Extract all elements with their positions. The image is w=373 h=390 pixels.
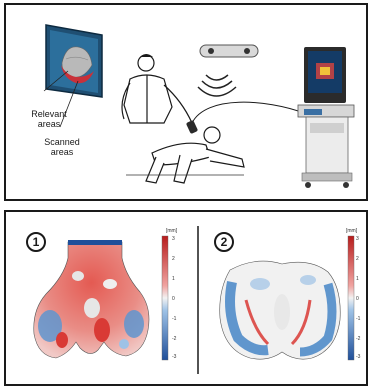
colorbar-2-unit: [mm] [346, 228, 357, 234]
ultrasound-machine [298, 47, 354, 188]
tibia-deviation-map [220, 261, 341, 359]
colorbar-2-tick: 3 [356, 236, 359, 242]
colorbar-2-tick: 0 [356, 296, 359, 302]
colorbar-2-tick: 1 [356, 276, 359, 282]
colorbar-1-tick: 2 [172, 256, 175, 262]
colorbar-2-tick: -3 [356, 354, 360, 360]
colorbar-1 [162, 236, 168, 360]
colorbar-2-tick: -1 [356, 316, 360, 322]
map-1-badge: 1 [26, 232, 46, 252]
tracking-camera-bar [200, 45, 258, 57]
colorbar-1-tick: 0 [172, 296, 175, 302]
colorbar-1-tick: 3 [172, 236, 175, 242]
probe-cable [192, 102, 304, 123]
colorbar-1-tick: -3 [172, 354, 176, 360]
colorbar-1-tick: 1 [172, 276, 175, 282]
femur-deviation-map [34, 240, 149, 358]
wireless-signal-icon [198, 75, 236, 96]
scanned-areas-label: Scanned areas [40, 137, 84, 157]
deviation-maps-illustration [6, 212, 366, 384]
patient-figure [126, 127, 244, 183]
scan-preview-tablet [46, 25, 102, 97]
colorbar-1-tick: -2 [172, 336, 176, 342]
colorbar-1-tick: -1 [172, 316, 176, 322]
colorbar-2-tick: -2 [356, 336, 360, 342]
scanning-scene-illustration [6, 5, 366, 199]
relevant-areas-label: Relevant areas [24, 109, 74, 129]
ultrasound-probe [186, 120, 198, 134]
colorbar-1-unit: [mm] [166, 228, 177, 234]
deviation-maps-panel: 1 2 [mm] 3 2 1 0 -1 -2 -3 [mm] 3 2 1 0 -… [4, 210, 368, 386]
colorbar-2 [348, 236, 354, 360]
colorbar-2-tick: 2 [356, 256, 359, 262]
map-2-badge: 2 [214, 232, 234, 252]
scanning-scene-panel: Relevant areas Scanned areas [4, 3, 368, 201]
clinician-figure [122, 54, 192, 123]
